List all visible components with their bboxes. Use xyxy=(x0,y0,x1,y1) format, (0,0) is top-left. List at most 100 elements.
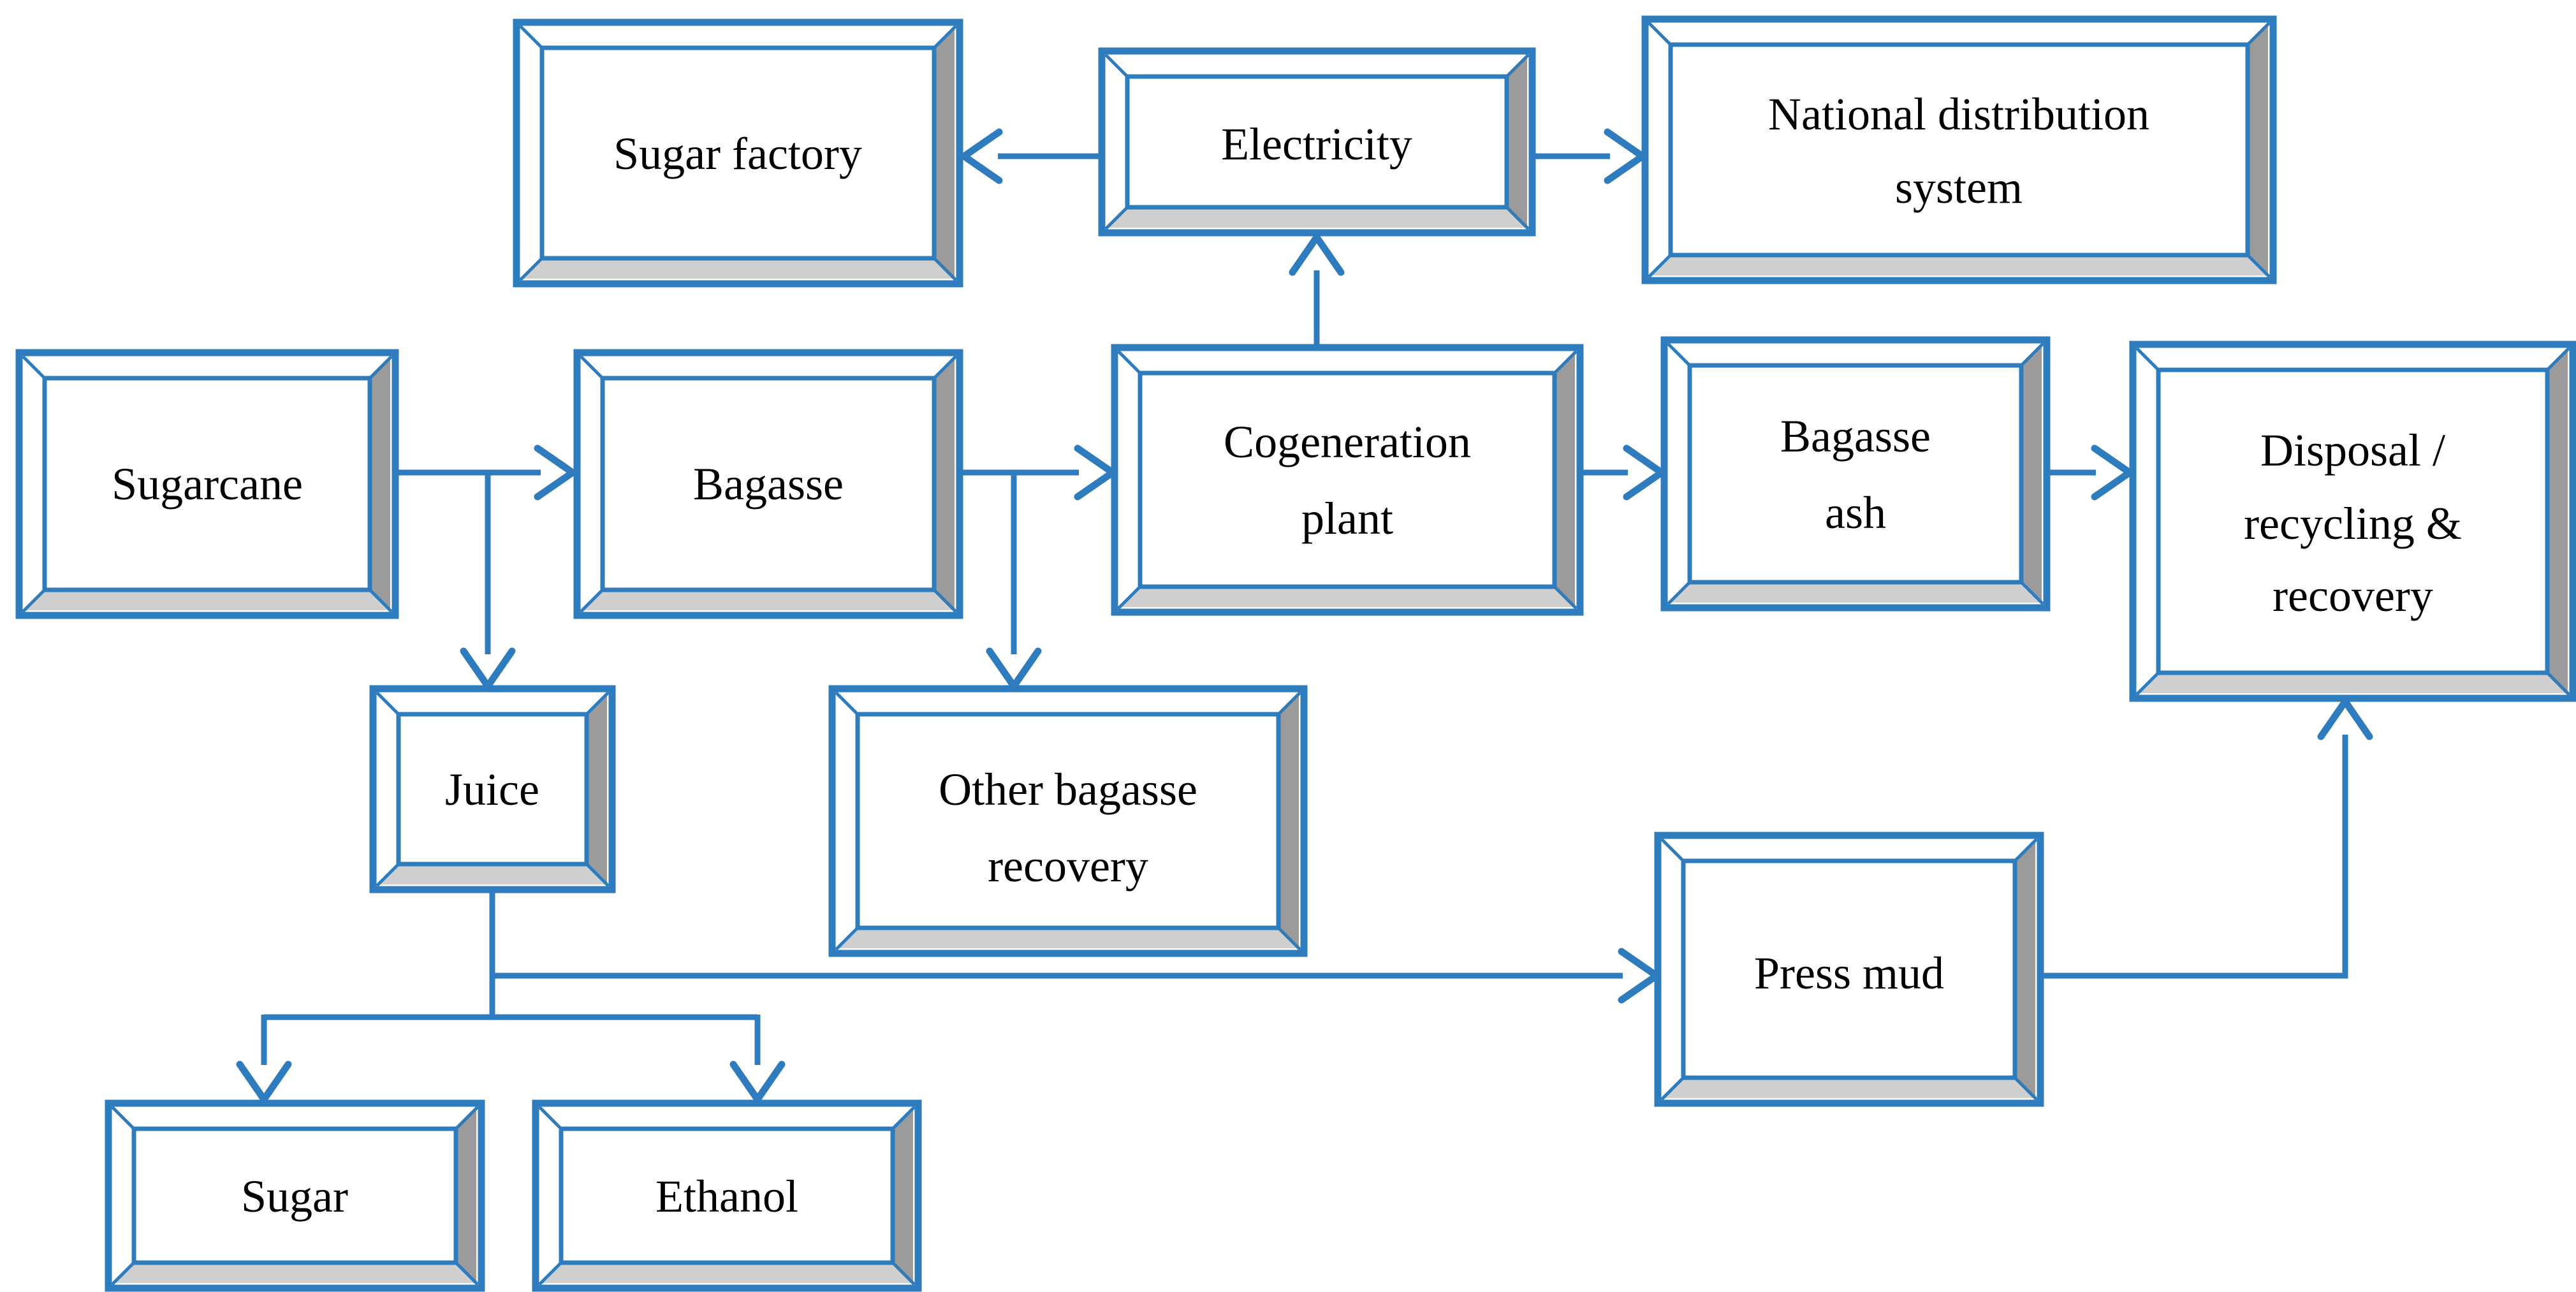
edge-press-mud-disposal xyxy=(2040,698,2373,979)
node-label: Disposal / xyxy=(2260,425,2445,476)
node-press-mud: Press mud xyxy=(1654,832,2044,1107)
box-inner xyxy=(1668,42,2250,258)
node-label: Sugar xyxy=(241,1171,348,1222)
node-other-bagasse-recovery: Other bagasse recovery xyxy=(828,685,1308,957)
node-label: Press mud xyxy=(1754,948,1944,999)
box-inner xyxy=(1687,363,2024,585)
box-shadow-right xyxy=(370,358,390,610)
node-label: Cogeneration xyxy=(1224,416,1471,467)
arrowhead-down xyxy=(986,647,1042,690)
box-shadow-bottom xyxy=(837,928,1299,948)
arrowhead-down xyxy=(236,1061,292,1103)
box-inner xyxy=(600,376,937,592)
node-bagasse-ash: Bagasse ash xyxy=(1660,336,2051,612)
box-inner xyxy=(855,712,1281,930)
node-label: plant xyxy=(1301,493,1393,544)
arrowhead-down xyxy=(460,647,516,690)
edge-sugarcane-juice xyxy=(460,473,516,690)
edge-electricity-national-distribution xyxy=(1532,128,1646,184)
box-inner xyxy=(1138,371,1557,589)
box-shadow-right xyxy=(2021,345,2042,603)
node-ethanol: Ethanol xyxy=(532,1099,922,1292)
box-shadow-right xyxy=(934,358,955,610)
node-electricity: Electricity xyxy=(1098,47,1536,237)
box-shadow-right xyxy=(2547,349,2568,693)
node-label: Bagasse xyxy=(693,459,844,510)
box-shadow-right xyxy=(456,1108,476,1283)
edge-sugarcane-bagasse xyxy=(395,444,576,501)
node-label: recycling & xyxy=(2244,498,2462,549)
box-inner xyxy=(1125,74,1509,210)
box-shadow-right xyxy=(1278,694,1299,948)
box-inner xyxy=(42,376,372,592)
node-sugar: Sugar xyxy=(105,1099,485,1292)
arrowhead-up xyxy=(1289,233,1345,276)
box-corner-bevels xyxy=(376,691,610,887)
box-shadow-right xyxy=(2015,841,2035,1098)
node-sugarcane: Sugarcane xyxy=(15,349,399,619)
box-corner-bevels xyxy=(580,355,957,613)
box-shadow-right xyxy=(1555,353,1575,607)
box-corner-bevels xyxy=(1104,54,1530,230)
arrowhead-right xyxy=(2091,444,2133,501)
box-inner xyxy=(396,712,589,867)
arrowhead-down xyxy=(729,1061,786,1103)
box-shadow-bottom xyxy=(1120,587,1575,607)
box-shadow-right xyxy=(934,27,955,279)
box-shadow-right xyxy=(587,694,607,885)
edge-juice-sugar-ethanol-split xyxy=(236,1014,786,1103)
arrowhead-right xyxy=(1604,128,1646,184)
box-corner-bevels xyxy=(1117,350,1577,610)
node-label: National distribution xyxy=(1768,89,2149,140)
box-corner-bevels xyxy=(1660,838,2038,1101)
box-corner-bevels xyxy=(111,1106,479,1286)
node-label: Electricity xyxy=(1221,119,1412,170)
box-inner xyxy=(131,1126,458,1265)
box-inner xyxy=(1681,858,2017,1080)
arrowhead-right xyxy=(1623,444,1665,501)
box-shadow-right xyxy=(2248,24,2268,275)
box-shadow-bottom xyxy=(522,258,955,279)
box-shadow-bottom xyxy=(113,1263,476,1283)
node-sugar-factory: Sugar factory xyxy=(513,18,963,288)
edge-cogeneration-electricity xyxy=(1289,233,1345,348)
node-label: Bagasse xyxy=(1780,411,1931,462)
edge-bagasse-other-bagasse-recovery xyxy=(986,473,1042,690)
node-bagasse: Bagasse xyxy=(573,349,963,619)
arrowhead-up xyxy=(2317,698,2373,740)
box-corner-bevels xyxy=(1667,342,2044,605)
node-label: recovery xyxy=(988,841,1148,892)
box-shadow-bottom xyxy=(1650,255,2268,275)
box-inner xyxy=(2156,367,2550,675)
box-inner xyxy=(559,1126,895,1265)
box-shadow-bottom xyxy=(1669,582,2042,603)
arrowhead-left xyxy=(960,128,1003,184)
edge-bagasse-cogeneration xyxy=(960,444,1116,501)
box-shadow-bottom xyxy=(1107,207,1527,228)
edge-juice-press-mud xyxy=(492,948,1660,1004)
edge-bagasse-ash-disposal xyxy=(2047,444,2133,501)
node-cogeneration-plant: Cogeneration plant xyxy=(1111,344,1584,616)
node-label: Other bagasse xyxy=(939,764,1197,815)
node-label: system xyxy=(1895,162,2023,213)
arrowhead-right xyxy=(1618,948,1660,1004)
arrowhead-right xyxy=(534,444,576,501)
box-corner-bevels xyxy=(538,1106,916,1286)
node-disposal-recycling-recovery: Disposal / recycling & recovery xyxy=(2129,341,2576,702)
box-shadow-bottom xyxy=(541,1263,913,1283)
box-shadow-bottom xyxy=(24,590,390,610)
box-inner xyxy=(539,45,937,261)
node-label: Sugar factory xyxy=(613,128,862,179)
box-shadow-bottom xyxy=(582,590,955,610)
box-shadow-bottom xyxy=(2138,673,2568,693)
box-corner-bevels xyxy=(519,25,957,281)
edge-electricity-sugar-factory xyxy=(960,128,1102,184)
edge-cogeneration-bagasse-ash xyxy=(1580,444,1665,501)
arrowhead-right xyxy=(1074,444,1116,501)
box-corner-bevels xyxy=(22,355,393,613)
box-shadow-bottom xyxy=(1663,1078,2035,1098)
box-shadow-bottom xyxy=(378,864,607,885)
node-label: recovery xyxy=(2272,570,2433,621)
